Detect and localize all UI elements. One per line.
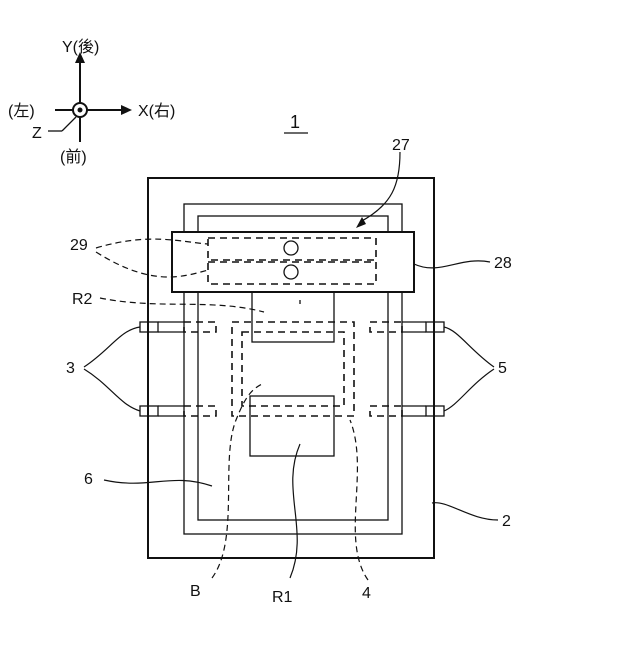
label-6: 6 [84, 471, 93, 488]
rail-3-lower-hidden [184, 406, 216, 416]
label-2: 2 [502, 513, 511, 530]
label-3: 3 [66, 360, 75, 377]
axis-indicator: Y(後) X(右) (左) (前) Z [8, 38, 175, 166]
figure-number: 1 [290, 112, 300, 132]
leader-4 [350, 420, 368, 580]
leader-5-upper [444, 327, 494, 367]
x-arrowhead [121, 105, 132, 115]
leader-3-upper [84, 327, 140, 367]
rail-3-upper-hidden [184, 322, 216, 332]
label-29: 29 [70, 237, 88, 254]
block-r2 [252, 292, 334, 342]
label-b: B [190, 583, 201, 600]
z-leader [62, 117, 76, 131]
label-28: 28 [494, 255, 512, 272]
leader-5-lower [444, 369, 494, 411]
y-axis-label: Y(後) [62, 38, 99, 56]
label-27: 27 [392, 137, 410, 154]
z-axis-dot [78, 108, 83, 113]
x-axis-label: X(右) [138, 102, 175, 120]
leader-3-lower [84, 369, 140, 411]
leader-r2 [100, 298, 264, 312]
leader-27 [360, 152, 400, 222]
z-axis-label: Z [32, 125, 42, 142]
leader-28 [414, 261, 490, 268]
front-axis-label: (前) [60, 148, 87, 166]
label-r2: R2 [72, 291, 93, 308]
carriage-4-inner [242, 332, 344, 406]
rail-5-lower-hidden [370, 406, 402, 416]
label-r1: R1 [272, 589, 293, 606]
rails [140, 322, 444, 416]
label-5: 5 [498, 360, 507, 377]
leader-6 [104, 480, 212, 486]
leader-2 [432, 503, 498, 520]
block-r1 [250, 396, 334, 456]
leader-b [212, 384, 262, 578]
leader-27-arrow [356, 217, 366, 228]
rail-5-upper-hidden [370, 322, 402, 332]
label-4: 4 [362, 585, 371, 602]
left-axis-label: (左) [8, 102, 35, 120]
